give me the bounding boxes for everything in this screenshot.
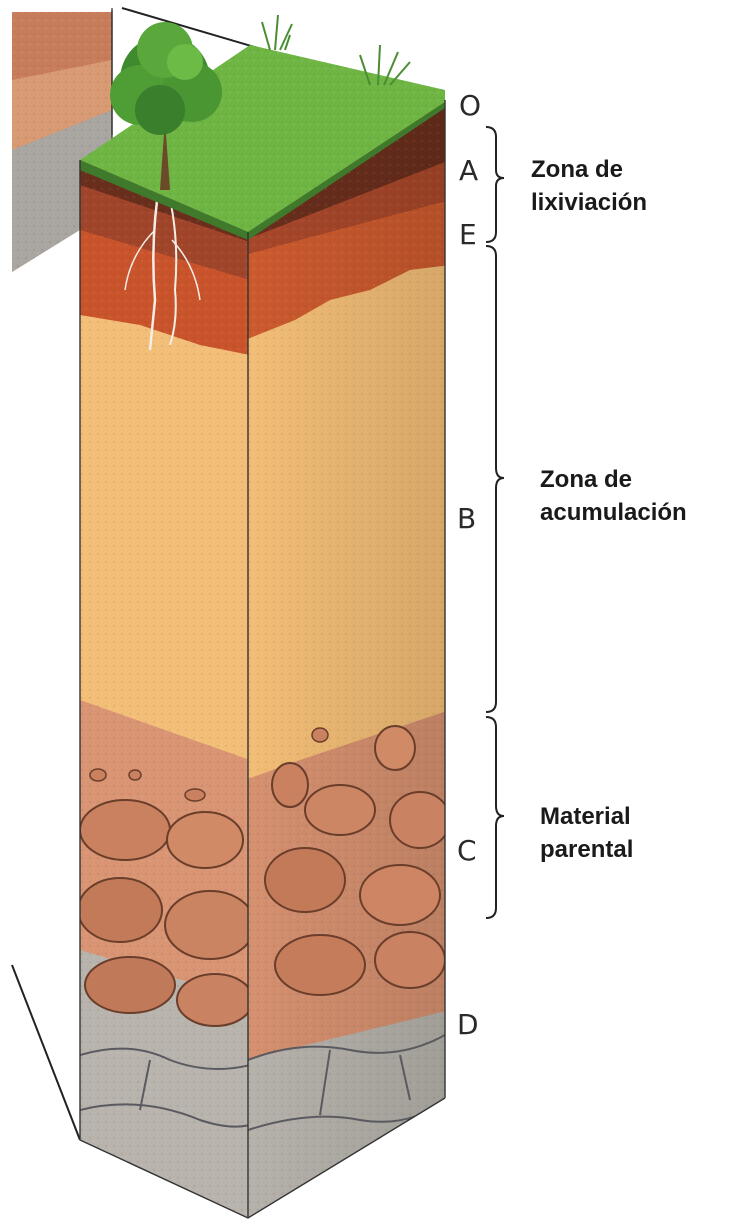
- zone-label-parent-line1: Material: [540, 800, 633, 833]
- zone-label-accumulation: Zona de acumulación: [540, 463, 687, 529]
- zone-label-leaching-line1: Zona de: [531, 153, 647, 186]
- zone-label-leaching: Zona de lixiviación: [531, 153, 647, 219]
- zone-label-parent-line2: parental: [540, 833, 633, 866]
- horizon-label-d: D: [457, 1011, 479, 1039]
- zone-label-parent: Material parental: [540, 800, 633, 866]
- left-face: [78, 150, 255, 1222]
- horizon-label-o: O: [459, 92, 481, 120]
- zone-label-accumulation-line2: acumulación: [540, 496, 687, 529]
- right-face: [245, 95, 450, 1222]
- zone-brackets: [486, 127, 504, 918]
- zone-label-accumulation-line1: Zona de: [540, 463, 687, 496]
- zone-label-leaching-line2: lixiviación: [531, 186, 647, 219]
- horizon-label-a: A: [459, 157, 478, 185]
- horizon-label-c: C: [457, 837, 477, 865]
- horizon-label-b: B: [457, 505, 476, 533]
- horizon-label-e: E: [459, 221, 477, 249]
